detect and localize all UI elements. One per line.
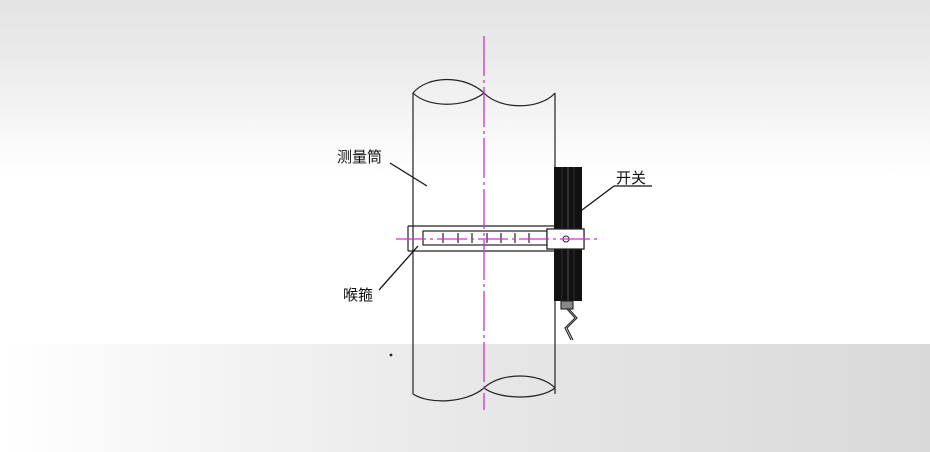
measuring-tube-leader (389, 162, 428, 187)
centerlines (396, 36, 600, 410)
leader-lines (378, 162, 652, 291)
switch-cable (560, 300, 578, 341)
stray-dot (389, 353, 393, 357)
measuring-tube-label: 测量筒 (337, 148, 382, 166)
switch-label: 开关 (616, 169, 646, 187)
clamp-slots (442, 233, 530, 243)
background-top-gradient (0, 0, 930, 175)
hose-clamp-label: 喉箍 (343, 286, 373, 304)
switch-leader (581, 185, 615, 211)
switch-body (546, 167, 585, 301)
hose-clamp-leader (378, 245, 419, 291)
